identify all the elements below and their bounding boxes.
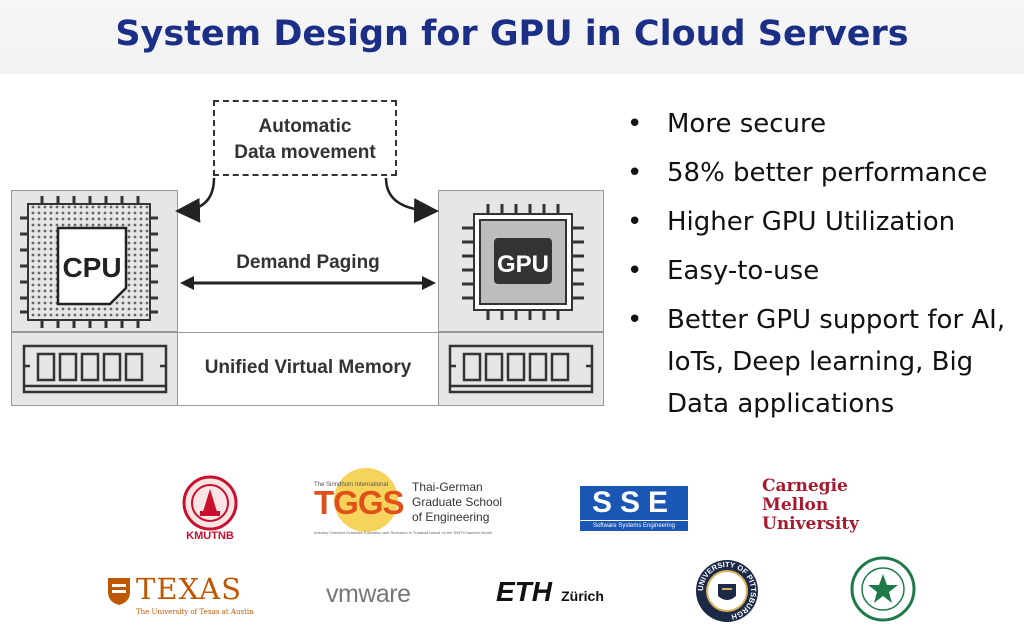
tggs-top-text: The Sirindhorn International xyxy=(314,482,389,488)
eth-subtitle: Zürich xyxy=(561,588,604,604)
gpu-memory-stick-icon xyxy=(448,344,594,394)
kmutnb-text: KMUTNB xyxy=(186,530,234,542)
tggs-sun-icon xyxy=(334,468,398,532)
bullet-icon: • xyxy=(627,256,643,286)
gpu-label: GPU xyxy=(497,251,549,278)
tggs-logo: The Sirindhorn International TGGS Thai-G… xyxy=(312,468,512,540)
auto-arrow-right xyxy=(384,177,439,224)
auto-arrow-left xyxy=(175,177,216,223)
benefit-item: •58% better performance xyxy=(625,152,1020,194)
tggs-text: TGGS xyxy=(314,484,405,521)
bullet-icon: • xyxy=(627,207,643,237)
tggs-tagline: Industry-Oriented Graduate Education and… xyxy=(314,530,492,535)
tggs-name: Thai-German Graduate School of Engineeri… xyxy=(412,480,503,524)
texas-subtitle: The University of Texas at Austin xyxy=(136,608,254,616)
sse-badge: SSE xyxy=(580,486,688,520)
automatic-data-movement-box: Automatic Data movement xyxy=(213,100,397,176)
vmware-logo: vmware xyxy=(326,580,411,608)
unified-memory-band xyxy=(178,332,438,406)
nudt-seal-icon xyxy=(850,556,916,622)
sse-logo: SSE Software Systems Engineering xyxy=(580,486,688,532)
texas-logo: TEXAS The University of Texas at Austin xyxy=(106,572,266,622)
title-bar xyxy=(0,0,1024,74)
kmutnb-logo: KMUTNB xyxy=(180,475,240,545)
texas-text: TEXAS xyxy=(136,572,242,606)
gpu-memory-panel xyxy=(438,332,604,406)
bullet-icon: • xyxy=(627,158,643,188)
gpu-chip-icon: GPU xyxy=(462,204,584,320)
auto-line-1: Automatic xyxy=(258,116,352,137)
bullet-icon: • xyxy=(627,305,643,335)
eth-text: ETH xyxy=(496,576,552,607)
benefit-item: •More secure xyxy=(625,103,1020,145)
cpu-memory-stick-icon xyxy=(22,344,168,394)
benefit-list: •More secure •58% better performance •Hi… xyxy=(625,103,1020,432)
demand-paging-label: Demand Paging xyxy=(236,252,380,273)
kmutnb-seal-icon xyxy=(182,475,238,531)
cpu-label: CPU xyxy=(62,252,121,283)
cmu-logo: Carnegie Mellon University xyxy=(762,476,860,534)
sse-subtitle: Software Systems Engineering xyxy=(580,521,688,531)
cpu-chip-icon: CPU xyxy=(20,196,158,328)
benefit-item: •Better GPU support for AI, IoTs, Deep l… xyxy=(625,299,1020,425)
bullet-icon: • xyxy=(627,109,643,139)
pitt-seal-icon: UNIVERSITY OF PITTSBURGH xyxy=(696,560,758,622)
demand-paging-arrow xyxy=(180,276,436,290)
unified-virtual-memory-label: Unified Virtual Memory xyxy=(204,357,412,378)
benefit-item: •Higher GPU Utilization xyxy=(625,201,1020,243)
benefit-item: •Easy-to-use xyxy=(625,250,1020,292)
eth-logo: ETH Zürich xyxy=(496,576,616,610)
slide-title: System Design for GPU in Cloud Servers xyxy=(115,14,909,54)
auto-line-2: Data movement xyxy=(234,142,376,163)
texas-shield-icon xyxy=(108,578,130,605)
